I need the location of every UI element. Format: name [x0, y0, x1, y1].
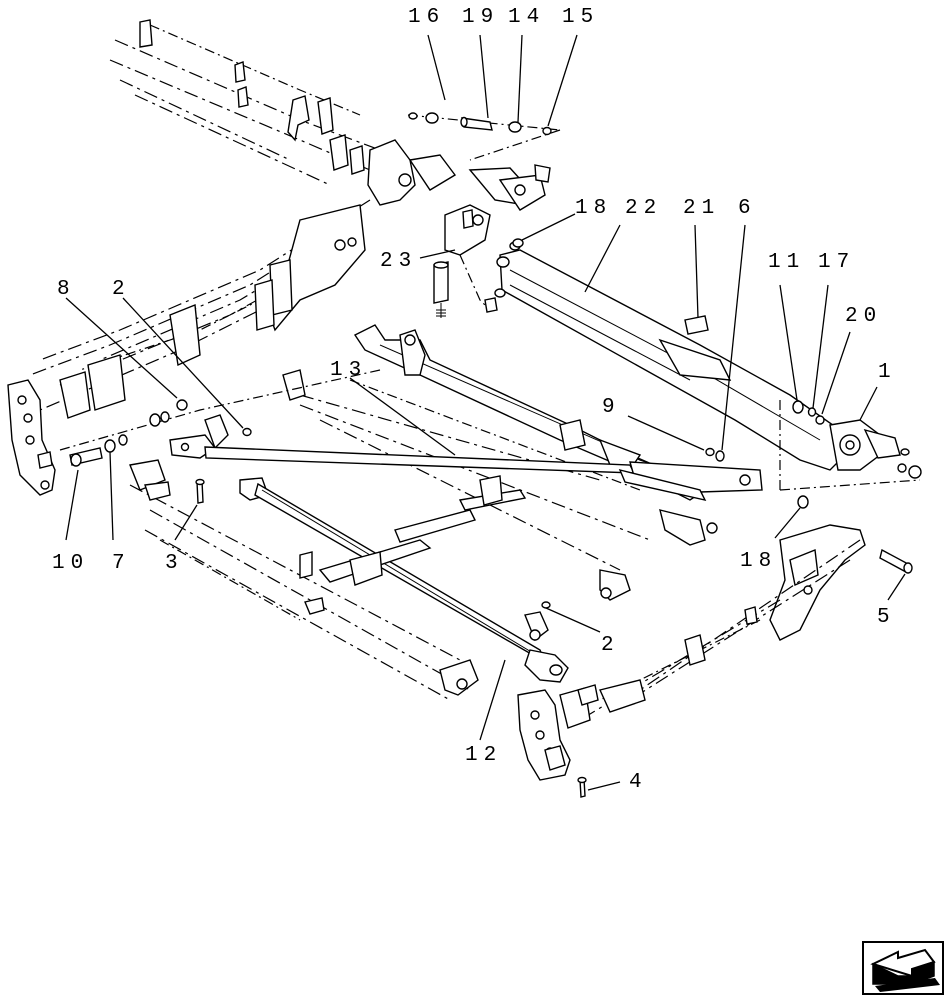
prev-page-arrow-icon[interactable] [862, 941, 944, 995]
callout-21: 21 [683, 197, 720, 220]
upper-tie-rod [169, 414, 763, 493]
callout-12: 12 [465, 744, 502, 767]
hydraulic-cylinder [433, 204, 498, 318]
right-pivot-hardware [705, 400, 922, 491]
callout-16: 16 [408, 6, 445, 29]
callout-2-lower: 2 [601, 634, 620, 657]
callout-23: 23 [380, 250, 417, 273]
callout-19: 19 [462, 6, 499, 29]
fastener-hardware [59, 238, 913, 798]
callout-13: 13 [330, 359, 367, 382]
callout-15: 15 [562, 6, 599, 29]
left-hitch-plate [7, 379, 56, 496]
callout-4: 4 [629, 771, 648, 794]
middle-cross-beam [282, 324, 718, 601]
callout-6: 6 [738, 197, 757, 220]
lower-frame-phantom [129, 459, 707, 701]
callout-2-upper: 2 [112, 278, 131, 301]
callout-leaders [65, 34, 906, 791]
top-pin-group [407, 112, 561, 161]
upper-lift-arm [494, 241, 901, 471]
callout-22: 22 [625, 197, 662, 220]
callout-14: 14 [508, 6, 545, 29]
callout-9: 9 [602, 396, 621, 419]
callout-3: 3 [165, 552, 184, 575]
callout-5: 5 [877, 606, 896, 629]
callout-10: 10 [52, 552, 89, 575]
callout-18-lower: 18 [740, 550, 777, 573]
callout-11: 11 [768, 251, 805, 274]
callout-17: 17 [818, 251, 855, 274]
callout-1: 1 [878, 361, 897, 384]
lower-lift-rod [239, 477, 569, 683]
callout-labels: 16 19 14 15 18 22 21 6 23 11 17 20 1 8 2… [52, 6, 897, 794]
callout-8: 8 [57, 278, 76, 301]
callout-18-top: 18 [575, 197, 612, 220]
upper-frame-brackets [139, 19, 551, 211]
callout-7: 7 [112, 552, 131, 575]
left-frame-plate [59, 204, 366, 419]
lower-right-frame [517, 524, 866, 781]
callout-20: 20 [845, 305, 882, 328]
